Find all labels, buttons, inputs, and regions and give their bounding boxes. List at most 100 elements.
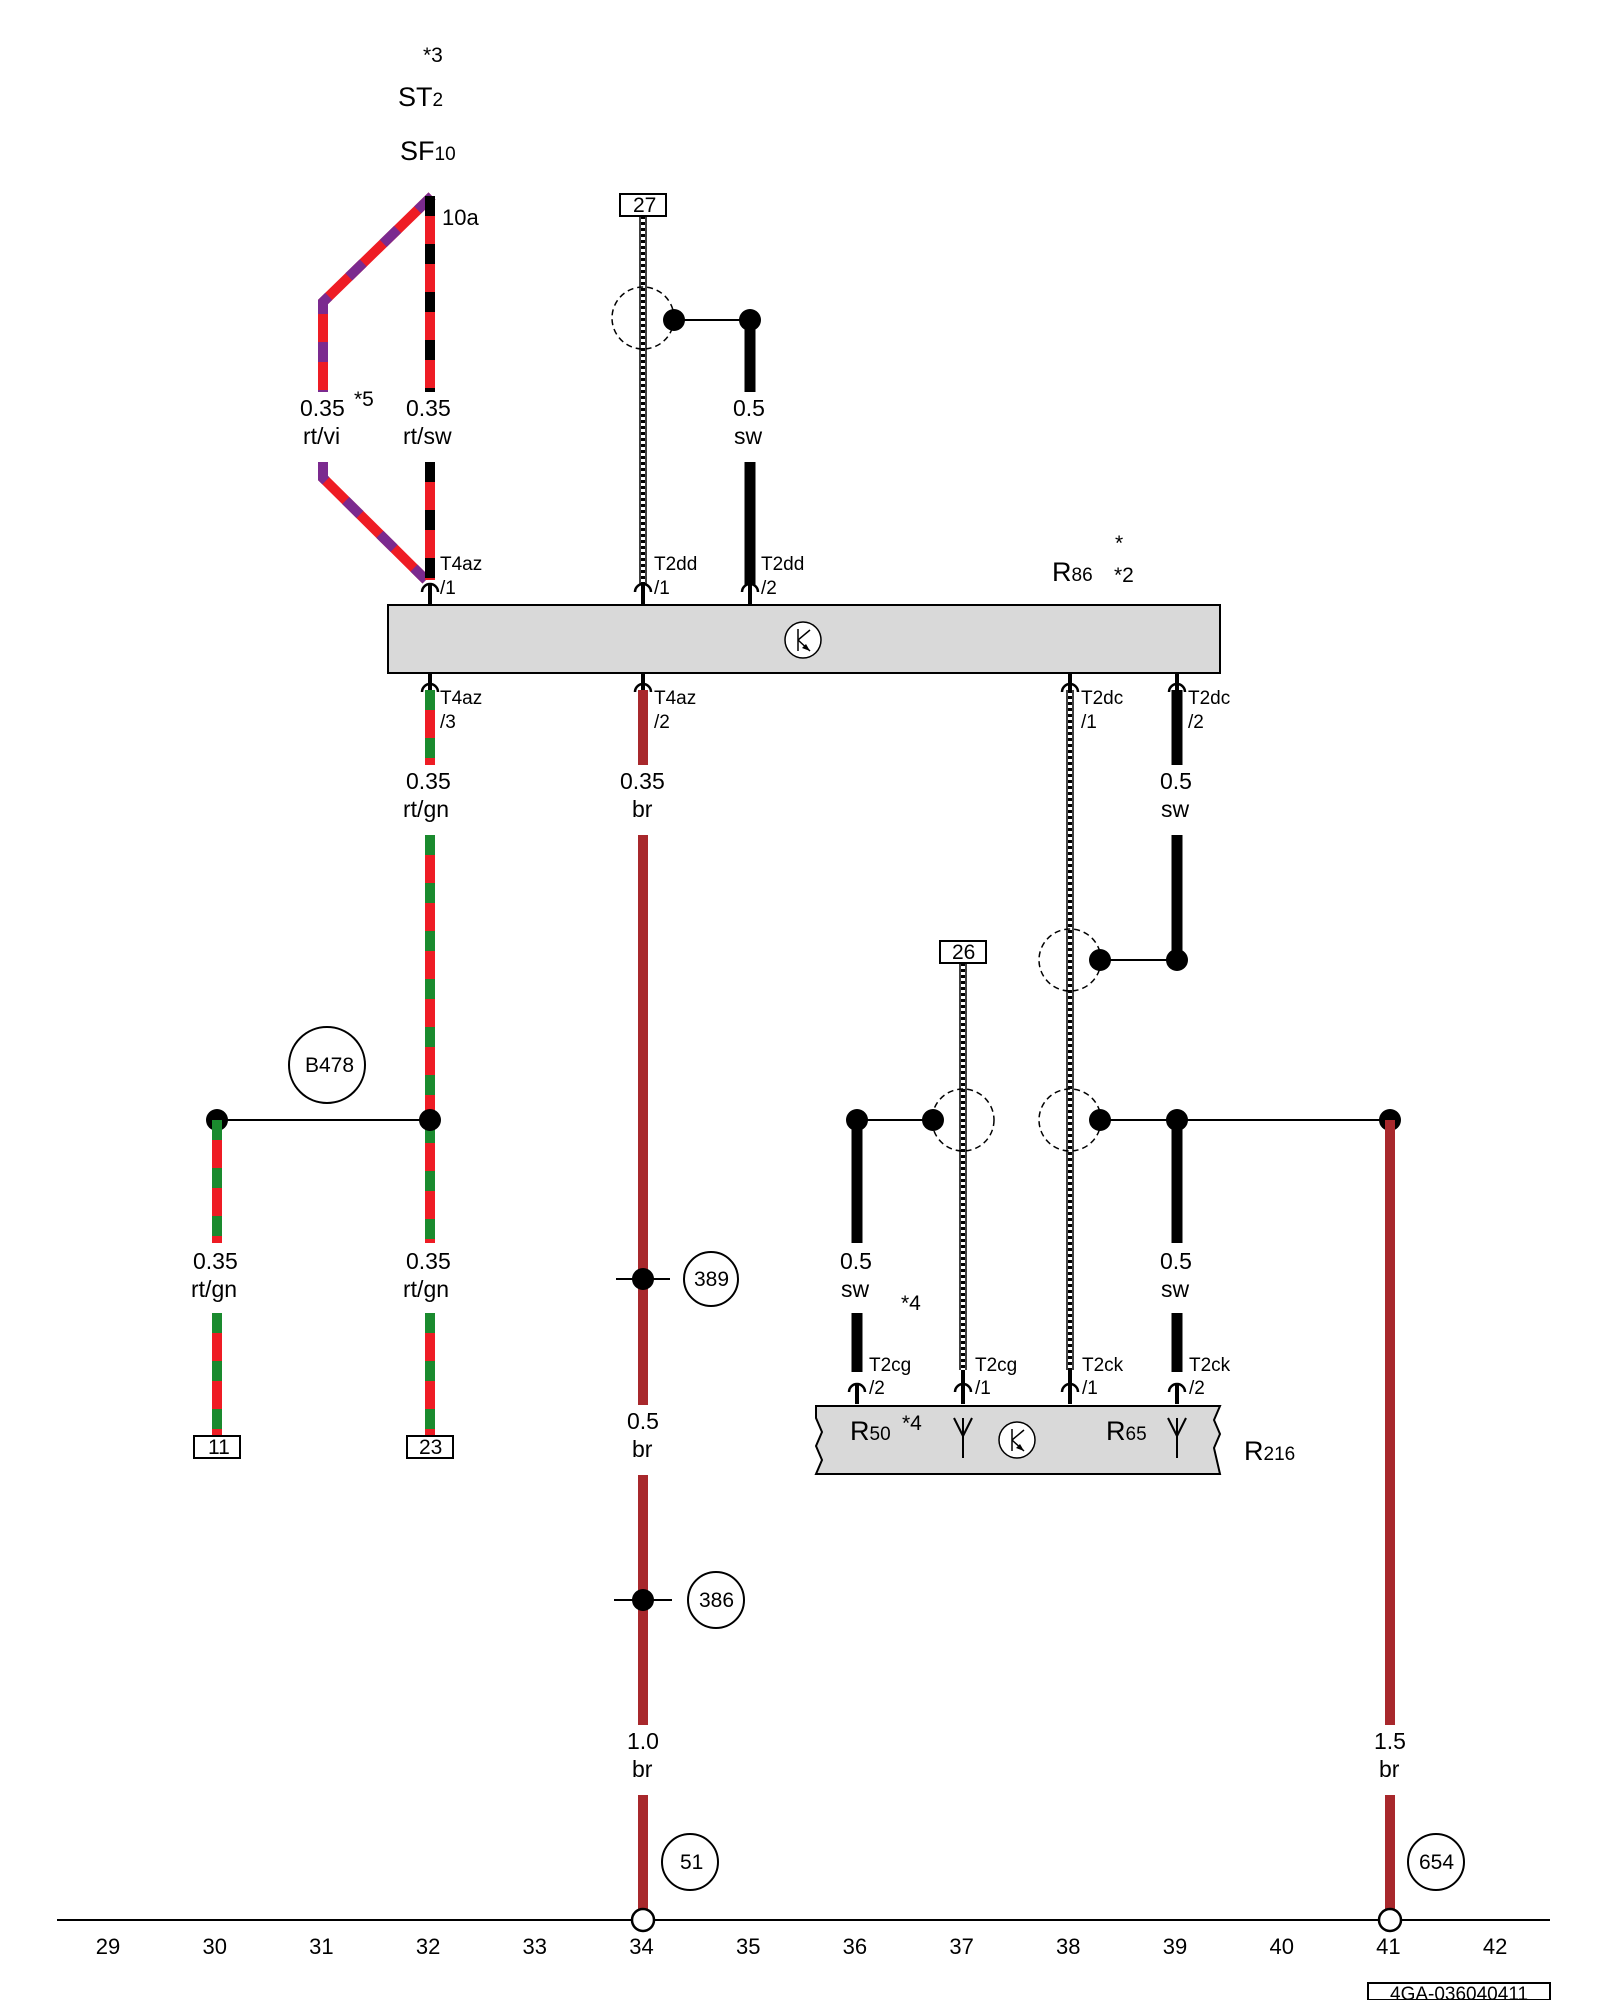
wire-label-size: 0.5	[627, 1408, 659, 1434]
wire-label-color: sw	[1161, 796, 1190, 822]
column-number: 42	[1483, 1934, 1507, 1959]
bus-junction	[630, 1907, 656, 1933]
svg-text:T4az: T4az	[440, 688, 482, 709]
pin-t2cg-1: T2cg/1	[953, 1355, 1017, 1404]
pin-t2dc-2: T2dc/2	[1167, 673, 1230, 733]
component-r50-label: R50	[850, 1416, 891, 1446]
ref-circle	[687, 1571, 745, 1629]
pin-t4az-2: T4az/2	[633, 673, 696, 733]
svg-text:T2ck: T2ck	[1082, 1355, 1124, 1376]
column-number: 29	[96, 1934, 120, 1959]
column-number: 37	[949, 1934, 973, 1959]
column-number: 40	[1269, 1934, 1293, 1959]
wire-label-size: 0.5	[1160, 1248, 1192, 1274]
splice-dot	[663, 309, 685, 331]
pin-t2cg-2: T2cg/2	[847, 1355, 911, 1404]
wire-label-color: sw	[1161, 1276, 1190, 1302]
wire-label-color: rt/sw	[403, 423, 452, 449]
wire-label-color: rt/gn	[403, 1276, 449, 1302]
svg-text:/2: /2	[654, 712, 670, 733]
splice-dot	[1089, 949, 1111, 971]
wire-label-size: 0.35	[193, 1248, 238, 1274]
svg-text:T4az: T4az	[654, 688, 696, 709]
note-4: *4	[902, 1412, 922, 1435]
pin-t2dd-1: T2dd/1	[633, 554, 697, 604]
svg-text:/1: /1	[1081, 712, 1097, 733]
column-number: 41	[1376, 1934, 1400, 1959]
terminal-box	[406, 1435, 454, 1459]
column-number: 31	[309, 1934, 333, 1959]
transistor-symbol	[998, 1421, 1036, 1459]
antenna-icon	[1167, 1417, 1187, 1458]
column-number: 35	[736, 1934, 760, 1959]
splice-dot	[1089, 1109, 1111, 1131]
wire-label-size: 0.35	[620, 768, 665, 794]
fuse-label: SF10	[400, 136, 456, 166]
fuse-rating: 10a	[442, 205, 479, 230]
fuse-holder-label: ST2	[398, 82, 443, 112]
wire-label-size: 1.5	[1374, 1728, 1406, 1754]
ground-ref: 386	[699, 1589, 734, 1612]
svg-text:T2dd: T2dd	[761, 554, 804, 575]
ref-circle	[288, 1026, 366, 1104]
doc-code: 4GA-036040411	[1390, 1984, 1528, 2000]
pin-t4az-1: T4az/1	[420, 554, 482, 604]
wire-label-color: rt/gn	[191, 1276, 237, 1302]
shield-circle	[931, 1088, 995, 1152]
svg-text:T2ck: T2ck	[1189, 1355, 1231, 1376]
note-3: *3	[423, 44, 443, 67]
wire-label-size: 0.5	[733, 395, 765, 421]
splice-dot	[419, 1109, 441, 1131]
column-number: 30	[202, 1934, 226, 1959]
column-number: 38	[1056, 1934, 1080, 1959]
ref-circle	[1407, 1833, 1465, 1891]
wire-label-color: br	[632, 1436, 653, 1462]
ref-circle	[683, 1251, 739, 1307]
antenna-icon	[953, 1417, 973, 1458]
terminal-ref: 23	[419, 1436, 442, 1459]
svg-text:T4az: T4az	[440, 554, 482, 575]
splice-dot	[922, 1109, 944, 1131]
column-number: 33	[523, 1934, 547, 1959]
note-2: *2	[1114, 564, 1134, 587]
svg-text:T2dd: T2dd	[654, 554, 697, 575]
wire-label-color: br	[632, 1756, 653, 1782]
wire-label-color: sw	[734, 423, 763, 449]
note-5: *5	[354, 388, 374, 411]
bus-junction	[1377, 1907, 1403, 1933]
pin-t2dc-1: T2dc/1	[1060, 673, 1123, 733]
wire-rt-vi	[318, 192, 436, 584]
svg-text:T2cg: T2cg	[975, 1355, 1017, 1376]
wire-label-color: sw	[841, 1276, 870, 1302]
column-number: 36	[843, 1934, 867, 1959]
wire-label-size: 0.35	[406, 395, 451, 421]
note-star: *	[1115, 532, 1123, 555]
column-number: 32	[416, 1934, 440, 1959]
pin-t2dd-2: T2dd/2	[740, 554, 804, 604]
svg-text:/2: /2	[1188, 712, 1204, 733]
svg-text:/2: /2	[1189, 1378, 1205, 1399]
wire-label-size: 1.0	[627, 1728, 659, 1754]
terminal-box	[193, 1435, 241, 1459]
wire-label-size: 0.5	[1160, 768, 1192, 794]
wire-label-color: br	[1379, 1756, 1400, 1782]
splice-dot	[1166, 949, 1188, 971]
svg-text:/1: /1	[440, 578, 456, 599]
pin-t2ck-1: T2ck/1	[1060, 1355, 1124, 1404]
svg-text:/1: /1	[1082, 1378, 1098, 1399]
svg-text:T2dc: T2dc	[1081, 688, 1123, 709]
ground-ref: 389	[694, 1268, 729, 1291]
svg-text:/1: /1	[654, 578, 670, 599]
component-r86-label: R86	[1052, 557, 1093, 587]
component-r65-label: R65	[1106, 1416, 1147, 1446]
ground-ref: 654	[1419, 1851, 1454, 1874]
pin-t4az-3: T4az/3	[420, 673, 482, 733]
column-number: 39	[1163, 1934, 1187, 1959]
terminal-ref: 27	[633, 194, 656, 217]
svg-text:/1: /1	[975, 1378, 991, 1399]
wire-label-color: rt/gn	[403, 796, 449, 822]
wire-label-size: 0.5	[840, 1248, 872, 1274]
svg-text:T2cg: T2cg	[869, 1355, 911, 1376]
wire-label-size: 0.35	[300, 395, 345, 421]
component-r216-label: R216	[1244, 1436, 1295, 1466]
